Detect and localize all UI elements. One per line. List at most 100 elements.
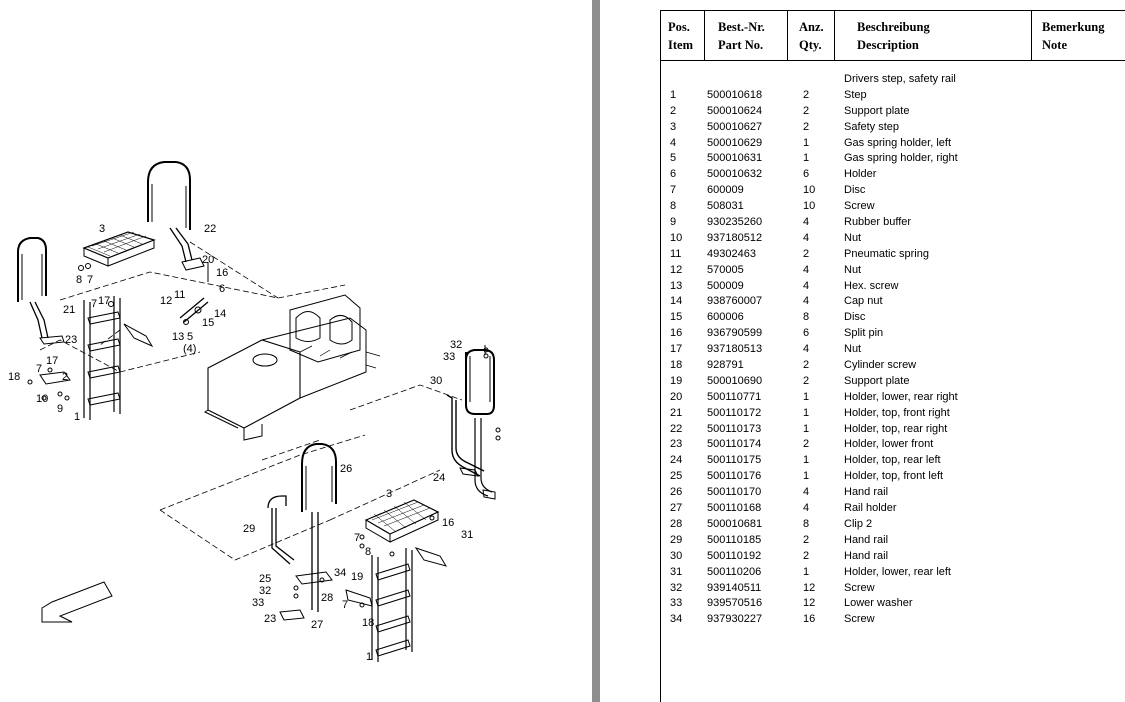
part-no-cell: 500010629 — [707, 136, 763, 149]
part-no-cell: 600009 — [707, 184, 744, 197]
callout-33: 33 — [443, 351, 455, 363]
description-cell: Step — [844, 88, 867, 101]
qty-cell: 12 — [803, 597, 816, 610]
callout-19: 19 — [351, 571, 363, 583]
part-no-cell: 500010627 — [707, 120, 763, 133]
callout-8b: 8 — [365, 546, 371, 558]
description-cell: Rail holder — [844, 502, 897, 515]
description-cell: Holder, lower front — [844, 438, 934, 451]
description-cell: Gas spring holder, right — [844, 152, 958, 165]
callout-4-count: (4) — [183, 343, 196, 355]
part-no-cell: 500110192 — [707, 549, 762, 562]
description-cell: Holder, lower, rear left — [844, 565, 951, 578]
callout-30: 30 — [430, 375, 442, 387]
description-cell: Nut — [844, 231, 862, 244]
description-cell: Holder — [844, 168, 877, 181]
table-row: 28 500010681 8 Clip 2 — [661, 517, 1125, 533]
part-no-cell: 500110172 — [707, 406, 762, 419]
description-cell: Screw — [844, 200, 875, 213]
pos-cell: 24 — [670, 454, 683, 467]
description-cell: Hex. screw — [844, 279, 899, 292]
header-qty: Anz.Qty. — [799, 20, 824, 52]
qty-cell: 4 — [803, 486, 810, 499]
callout-24: 24 — [433, 472, 445, 484]
qty-cell: 4 — [803, 279, 810, 292]
parts-list-page: Pos.Item Best.-Nr.Part No. Anz.Qty. Besc… — [600, 0, 1125, 702]
col-sep-note — [1031, 10, 1032, 60]
qty-cell: 2 — [803, 438, 810, 451]
part-no-cell: 930235260 — [707, 216, 763, 229]
pos-cell: 28 — [670, 517, 683, 530]
qty-cell: 12 — [803, 581, 816, 594]
pos-cell: 2 — [670, 104, 677, 117]
qty-cell: 2 — [803, 549, 810, 562]
callout-3b: 3 — [386, 488, 392, 500]
qty-cell: 2 — [803, 533, 810, 546]
description-cell: Clip 2 — [844, 517, 873, 530]
description-cell: Safety step — [844, 120, 900, 133]
part-no-cell: 508031 — [707, 200, 744, 213]
callout-22: 22 — [204, 223, 216, 235]
qty-cell: 8 — [803, 311, 810, 324]
part-no-cell: 500009 — [707, 279, 744, 292]
qty-cell: 2 — [803, 88, 810, 101]
callout-23b: 23 — [264, 613, 276, 625]
description-cell: Pneumatic spring — [844, 247, 929, 260]
pos-cell: 30 — [670, 549, 683, 562]
qty-cell: 1 — [803, 152, 810, 165]
callout-9: 9 — [57, 403, 63, 415]
part-no-cell: 500110185 — [707, 533, 762, 546]
part-no-cell: 939570516 — [707, 597, 763, 610]
callout-28: 28 — [321, 592, 333, 604]
callout-21: 21 — [63, 304, 75, 316]
qty-cell: 2 — [803, 120, 810, 133]
page-divider — [592, 0, 600, 702]
callout-7d: 7 — [354, 532, 360, 544]
callout-27: 27 — [311, 619, 323, 631]
pos-cell: 9 — [670, 216, 677, 229]
callout-7b: 7 — [91, 298, 97, 310]
qty-cell: 4 — [803, 231, 810, 244]
qty-cell: 2 — [803, 359, 810, 372]
callout-16: 16 — [216, 267, 228, 279]
qty-cell: 8 — [803, 517, 810, 530]
table-top-border — [661, 10, 1125, 11]
pos-cell: 4 — [670, 136, 677, 149]
callout-15: 15 — [202, 317, 214, 329]
callout-18: 18 — [8, 371, 20, 383]
description-cell: Hand rail — [844, 486, 889, 499]
callout-18b: 18 — [362, 617, 374, 629]
part-no-cell: 938760007 — [707, 295, 763, 308]
part-no-cell: 500110206 — [707, 565, 762, 578]
table-header-border — [661, 60, 1125, 61]
part-no-cell: 500110168 — [707, 502, 762, 515]
callout-5: 5 — [187, 331, 193, 343]
callout-31: 31 — [461, 529, 473, 541]
callout-29: 29 — [243, 523, 255, 535]
pos-cell: 7 — [670, 184, 677, 197]
callout-34: 34 — [334, 567, 346, 579]
part-no-cell: 500010681 — [707, 517, 763, 530]
callout-10: 10 — [36, 393, 48, 405]
pos-cell: 25 — [670, 470, 683, 483]
callout-17b: 17 — [46, 355, 58, 367]
description-cell: Holder, top, rear right — [844, 422, 948, 435]
part-no-cell: 939140511 — [707, 581, 762, 594]
part-no-cell: 500010631 — [707, 152, 763, 165]
